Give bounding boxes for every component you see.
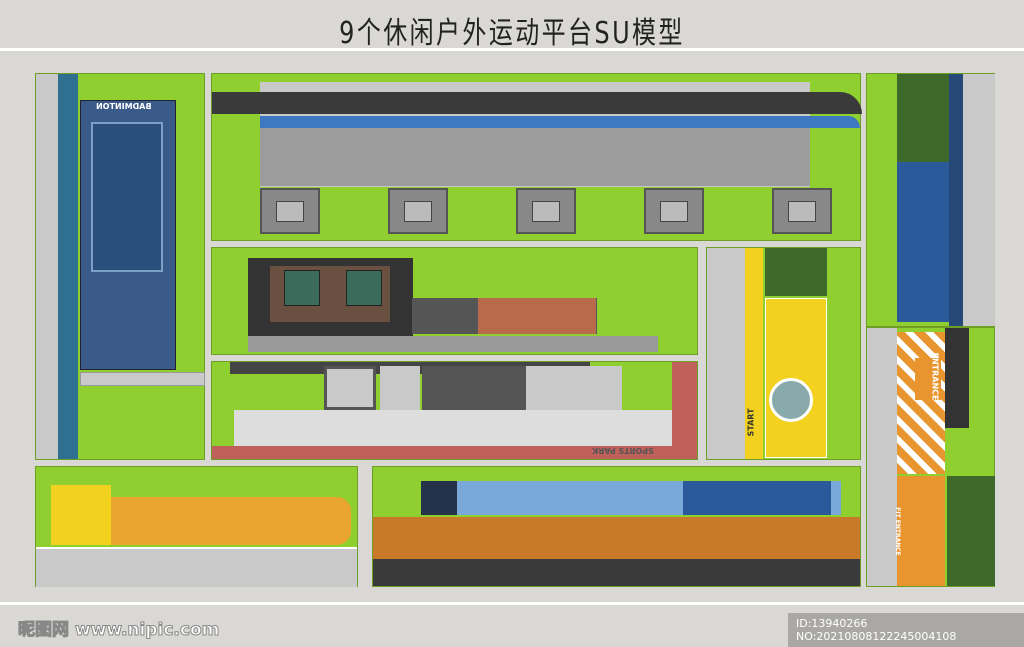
plan-yellow-track: START <box>706 247 861 460</box>
entrance-label: ENTRANCE <box>930 352 940 401</box>
plan-track <box>211 73 862 241</box>
plan-pavilion <box>211 247 698 355</box>
watermark-logo: 昵图网 www.nipic.com <box>18 620 220 641</box>
page-title: 9个休闲户外运动平台SU模型 <box>339 16 685 51</box>
image-id: ID:13940266 NO:20210808122245004108 <box>788 613 1024 647</box>
fit-entrance-label: FIT ENTRANCE <box>893 507 901 556</box>
divider <box>0 48 1024 51</box>
badminton-label: BADMINTON <box>96 102 152 111</box>
plan-badminton: BADMINTON <box>35 73 205 460</box>
plan-entrance: ENTRANCE FIT ENTRANCE <box>866 327 995 587</box>
start-label: START <box>746 408 756 437</box>
plan-sports-park: SPORTS PARK <box>211 361 698 460</box>
plan-orange-court <box>35 466 358 587</box>
plan-blue-court <box>866 73 995 327</box>
divider <box>0 602 1024 605</box>
sports-park-label: SPORTS PARK <box>592 446 654 455</box>
plan-bowling <box>372 466 861 587</box>
